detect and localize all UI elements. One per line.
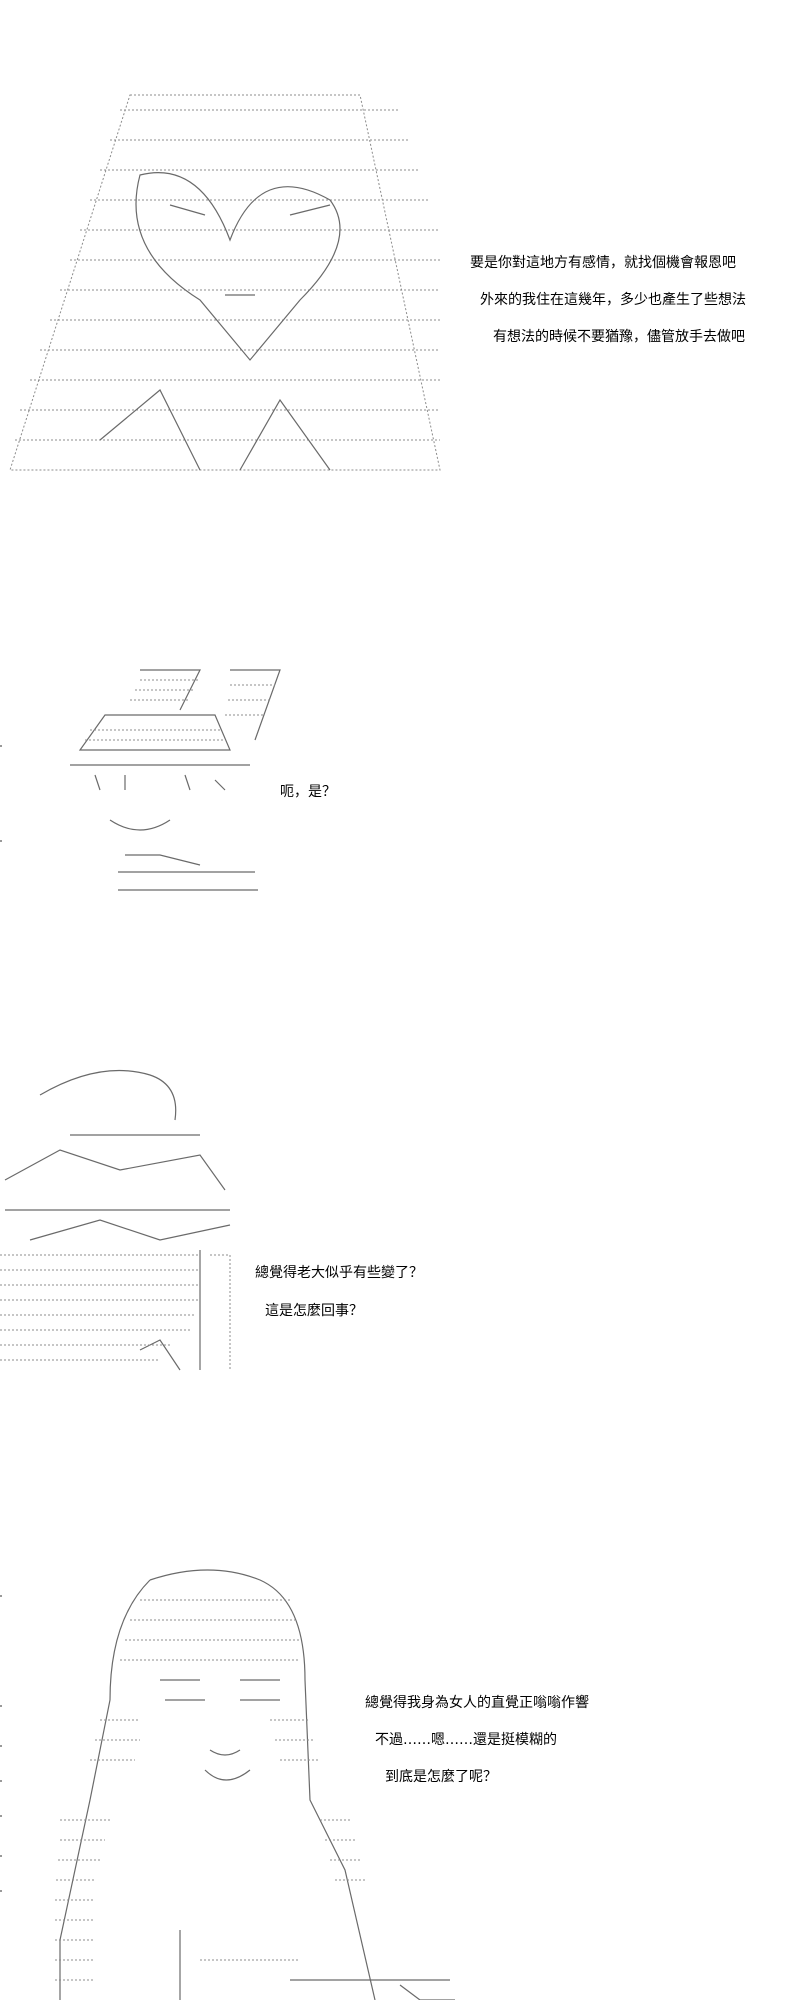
- edge-mark: [0, 1815, 2, 1817]
- panel-2: 呃，是？: [0, 640, 785, 900]
- ascii-art-figure-1: [9, 94, 441, 471]
- edge-mark: [0, 840, 2, 842]
- panel-4: 總覺得我身為女人的直覺正嗡嗡作響 不過……嗯……還是挺模糊的 到底是怎麼了呢？: [0, 1540, 785, 2000]
- ascii-art-figure-2: [70, 669, 281, 891]
- edge-mark: [0, 1595, 2, 1597]
- dialogue-line: 要是你對這地方有感情，就找個機會報恩吧: [470, 255, 736, 271]
- edge-mark: [0, 745, 2, 747]
- edge-mark: [0, 1780, 2, 1782]
- dialogue-line: 有想法的時候不要猶豫，儘管放手去做吧: [493, 329, 745, 345]
- dialogue-line: 到底是怎麼了呢？: [385, 1769, 497, 1785]
- dialogue-line: 總覺得老大似乎有些變了？: [255, 1265, 423, 1281]
- edge-mark: [0, 1855, 2, 1857]
- panel-3: 總覺得老大似乎有些變了？ 這是怎麼回事？: [0, 1040, 785, 1380]
- dialogue-line: 總覺得我身為女人的直覺正嗡嗡作響: [365, 1695, 589, 1711]
- panel-1: 要是你對這地方有感情，就找個機會報恩吧 外來的我住在這幾年，多少也產生了些想法 …: [0, 0, 785, 520]
- edge-mark: [0, 1745, 2, 1747]
- ascii-art-figure-3: [0, 1069, 231, 1371]
- ascii-art-figure-4: [55, 1569, 455, 2000]
- edge-mark: [0, 1890, 2, 1892]
- dialogue-line: 外來的我住在這幾年，多少也產生了些想法: [480, 292, 746, 308]
- dialogue-line: 呃，是？: [280, 784, 336, 800]
- dialogue-line: 這是怎麼回事？: [265, 1303, 363, 1319]
- dialogue-line: 不過……嗯……還是挺模糊的: [375, 1732, 557, 1748]
- edge-mark: [0, 1705, 2, 1707]
